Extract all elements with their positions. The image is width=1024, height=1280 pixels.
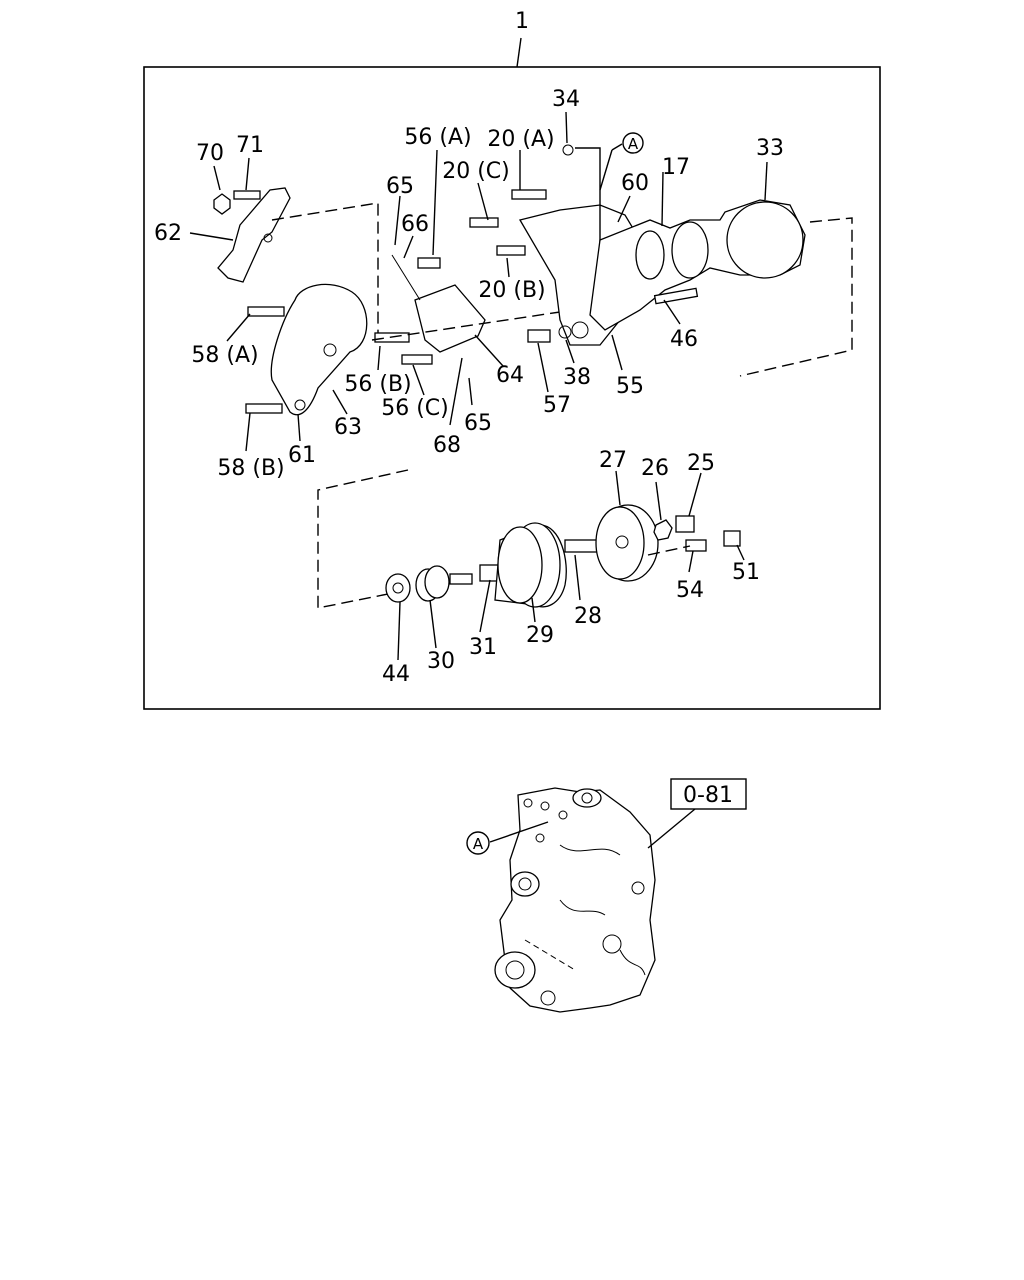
assembly-leader	[516, 37, 522, 68]
callout-labels: 70 71 62 58 (A) 58 (B) 61 63 65 66 56 (A…	[154, 87, 784, 687]
callout-30: 30	[427, 649, 455, 674]
callout-51: 51	[732, 560, 760, 585]
callout-31: 31	[469, 635, 497, 660]
callout-27: 27	[599, 448, 627, 473]
assembly-number-label: 1	[515, 9, 529, 34]
callout-46: 46	[670, 327, 698, 352]
lower-assembly-drawing	[317, 469, 741, 609]
callout-65-top: 65	[386, 174, 414, 199]
callout-28: 28	[574, 604, 602, 629]
callout-29: 29	[526, 623, 554, 648]
callout-25: 25	[687, 451, 715, 476]
callout-66: 66	[401, 212, 429, 237]
callout-64: 64	[496, 363, 524, 388]
callout-60: 60	[621, 171, 649, 196]
housing-reference-drawing	[494, 787, 656, 1013]
callout-58b: 58 (B)	[217, 456, 284, 481]
callout-58a: 58 (A)	[191, 343, 258, 368]
callout-54: 54	[676, 578, 704, 603]
callout-61: 61	[288, 443, 316, 468]
callout-56b: 56 (B)	[344, 372, 411, 397]
assembly-frame	[143, 66, 881, 710]
callout-55: 55	[616, 374, 644, 399]
callout-17: 17	[662, 155, 690, 180]
callout-56a: 56 (A)	[404, 125, 471, 150]
callout-33: 33	[756, 136, 784, 161]
upper-assembly-drawing	[213, 144, 853, 416]
callout-20c: 20 (C)	[442, 159, 510, 184]
callout-68: 68	[433, 433, 461, 458]
callout-63: 63	[334, 415, 362, 440]
callout-57: 57	[543, 393, 571, 418]
callout-34: 34	[552, 87, 580, 112]
ref-box-label: 0-81	[683, 783, 733, 808]
ref-box: 0-81	[647, 778, 747, 849]
ref-marker-bottom-label: A	[473, 835, 484, 853]
leader-lines	[189, 111, 768, 661]
callout-44: 44	[382, 662, 410, 687]
ref-marker-top: A	[599, 132, 644, 191]
callout-65-bottom: 65	[464, 411, 492, 436]
callout-71: 71	[236, 133, 264, 158]
callout-20b: 20 (B)	[478, 278, 545, 303]
callout-62: 62	[154, 221, 182, 246]
callout-70: 70	[196, 141, 224, 166]
ref-marker-bottom: A	[466, 821, 549, 855]
callout-20a: 20 (A)	[487, 127, 554, 152]
callout-26: 26	[641, 456, 669, 481]
ref-marker-top-label: A	[628, 135, 639, 153]
callout-38: 38	[563, 365, 591, 390]
callout-56c: 56 (C)	[381, 396, 449, 421]
